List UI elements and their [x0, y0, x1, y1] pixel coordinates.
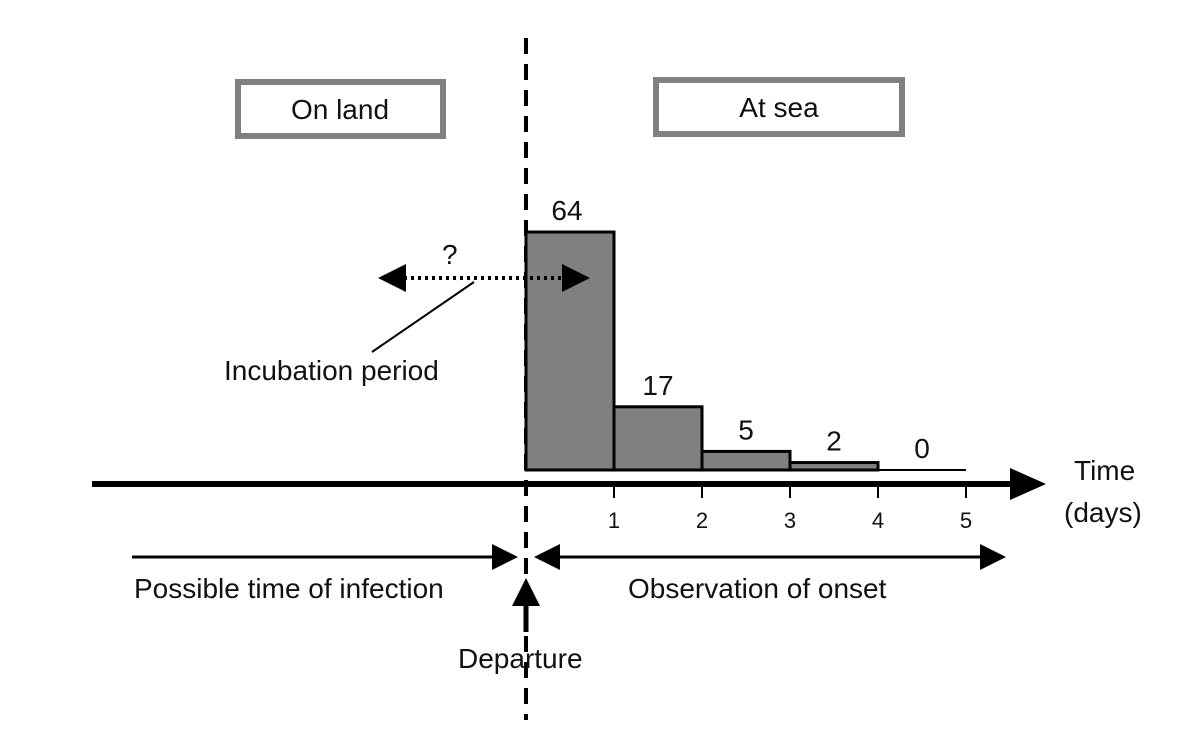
onset-left-arrowhead: [534, 544, 560, 570]
axis-tick-label-4: 4: [872, 508, 884, 533]
histogram-bar-day-1: [524, 230, 616, 472]
on-land-label: On land: [291, 94, 389, 125]
bar-count-label-day-1: 64: [551, 195, 582, 226]
histogram-bar-day-2: [612, 405, 704, 472]
axis-tick-label-1: 1: [608, 508, 620, 533]
incubation-question-mark: ?: [442, 239, 458, 270]
time-axis-arrowhead: [1010, 468, 1046, 500]
departure-arrowhead: [512, 578, 540, 606]
time-axis-label-line2: (days): [1064, 497, 1142, 528]
onset-right-arrowhead: [980, 544, 1006, 570]
on-land-box: On land: [235, 79, 446, 139]
departure-label: Departure: [458, 643, 583, 674]
histogram-bars: [524, 230, 880, 472]
observation-of-onset-label: Observation of onset: [628, 573, 887, 604]
incubation-period-label: Incubation period: [224, 355, 439, 386]
bar-count-labels: 64 17 5 2 0: [551, 195, 929, 464]
histogram-bar-day-4: [788, 461, 880, 472]
at-sea-label: At sea: [739, 92, 819, 123]
histogram-bar-day-3: [700, 449, 792, 472]
at-sea-box: At sea: [653, 77, 905, 137]
time-axis-ticks: 1 2 3 4 5: [608, 484, 972, 533]
incubation-leader-line: [371, 281, 475, 353]
axis-tick-label-3: 3: [784, 508, 796, 533]
bar-count-label-day-3: 5: [738, 414, 754, 445]
possible-time-of-infection-label: Possible time of infection: [134, 573, 444, 604]
incubation-right-arrowhead: [562, 264, 590, 292]
bar-count-label-day-5: 0: [914, 433, 930, 464]
time-axis-label-line1: Time: [1074, 455, 1135, 486]
bar-count-label-day-4: 2: [826, 426, 842, 457]
bar-count-label-day-2: 17: [642, 370, 673, 401]
axis-tick-label-5: 5: [960, 508, 972, 533]
infection-arrowhead: [492, 544, 518, 570]
incubation-left-arrowhead: [378, 264, 406, 292]
axis-tick-label-2: 2: [696, 508, 708, 533]
